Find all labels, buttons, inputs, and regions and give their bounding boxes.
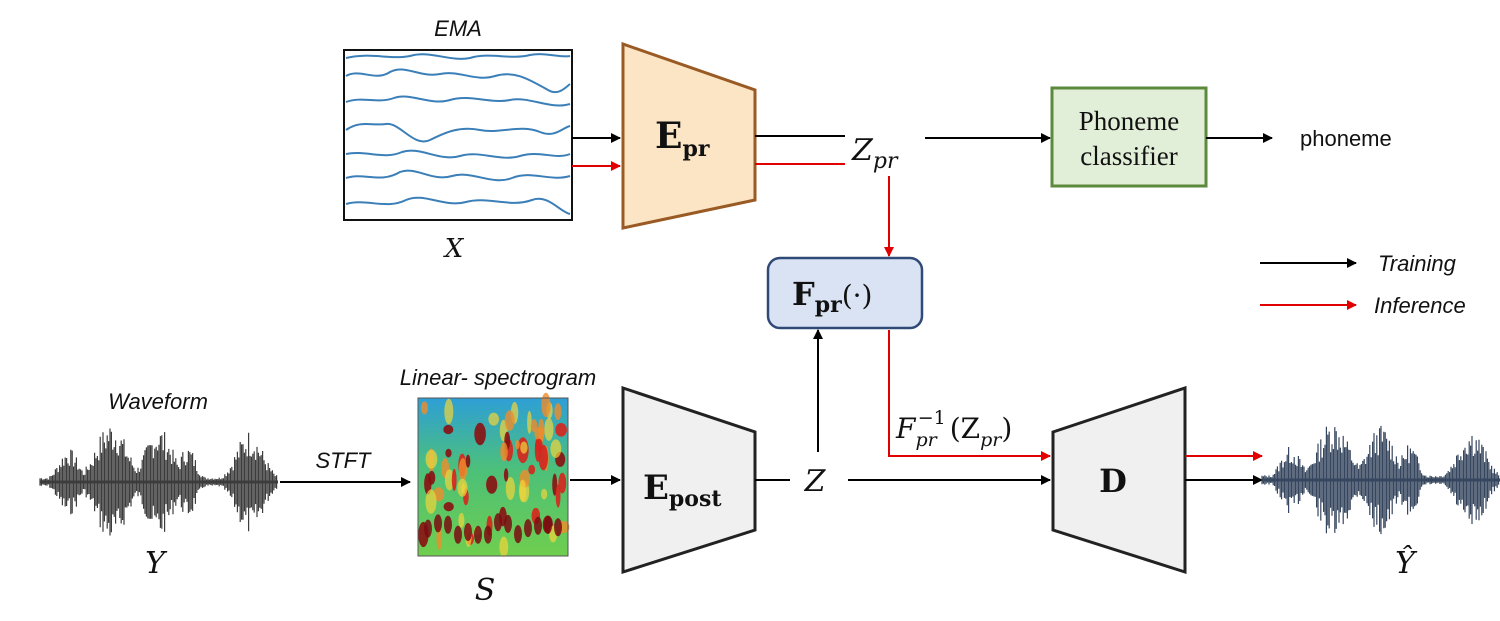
waveform-input-graph bbox=[39, 428, 278, 536]
ema-label: EMA bbox=[434, 16, 482, 41]
spectrogram-energy-blob bbox=[558, 472, 567, 494]
spectrogram-energy-blob bbox=[474, 525, 482, 544]
x-label: X bbox=[443, 234, 465, 264]
y-label: Y bbox=[145, 546, 168, 581]
spectrogram-label: Linear- spectrogram bbox=[400, 365, 596, 390]
stft-label: STFT bbox=[316, 448, 373, 473]
spectrogram-energy-blob bbox=[528, 464, 536, 475]
ema-trajectory-plot bbox=[343, 49, 573, 221]
spectrogram-energy-blob bbox=[494, 513, 502, 532]
spectrogram-energy-blob bbox=[421, 401, 428, 415]
spectrogram-energy-blob bbox=[538, 444, 548, 471]
waveform-label: Waveform bbox=[108, 389, 208, 414]
spectrogram-energy-blob bbox=[458, 458, 468, 481]
legend-inference-label: Inference bbox=[1374, 293, 1466, 318]
spectrogram-energy-blob bbox=[474, 422, 486, 446]
spectrogram-energy-blob bbox=[515, 440, 520, 450]
decoder-label: D bbox=[1099, 462, 1127, 500]
spectrogram-heatmap bbox=[417, 392, 570, 557]
spectrogram-energy-blob bbox=[458, 512, 465, 528]
spectrogram-energy-blob bbox=[503, 468, 509, 482]
spectrogram-energy-blob bbox=[554, 403, 562, 421]
spectrogram-energy-blob bbox=[484, 525, 492, 544]
phoneme-classifier-box: Phoneme classifier bbox=[1050, 86, 1208, 188]
phoneme-output-label: phoneme bbox=[1300, 126, 1392, 151]
spectrogram-energy-blob bbox=[505, 477, 515, 500]
spectrogram-energy-blob bbox=[555, 484, 561, 508]
spectrogram-energy-blob bbox=[527, 410, 532, 434]
spectrogram-energy-blob bbox=[425, 489, 437, 514]
spectrogram-energy-blob bbox=[550, 439, 562, 459]
spectrogram-energy-blob bbox=[486, 475, 498, 494]
z-label: Z bbox=[804, 464, 827, 499]
z-pr-label: Zpr bbox=[851, 133, 899, 174]
spectrogram-energy-blob bbox=[428, 470, 436, 485]
e-pr-encoder: Epr bbox=[621, 41, 757, 230]
spectrogram-energy-blob bbox=[541, 392, 551, 418]
spectrogram-energy-blob bbox=[524, 519, 532, 538]
decoder-box: D bbox=[1051, 385, 1187, 575]
spectrogram-energy-blob bbox=[552, 473, 558, 496]
phoneme-classifier-line1: Phoneme bbox=[1079, 106, 1180, 136]
legend: Training Inference bbox=[1260, 251, 1466, 318]
s-label: S bbox=[475, 573, 496, 608]
spectrogram-energy-blob bbox=[541, 488, 548, 500]
spectrogram-energy-blob bbox=[504, 514, 512, 533]
spectrogram-energy-blob bbox=[499, 536, 509, 557]
spectrogram-energy-blob bbox=[500, 442, 508, 462]
spectrogram-energy-blob bbox=[520, 441, 528, 454]
spectrogram-energy-blob bbox=[454, 525, 462, 544]
spectrogram-energy-blob bbox=[445, 448, 452, 458]
spectrogram-energy-blob bbox=[443, 424, 454, 435]
spectrogram-energy-blob bbox=[424, 519, 432, 538]
spectrogram-energy-blob bbox=[457, 478, 468, 497]
spectrogram-energy-blob bbox=[464, 523, 472, 541]
spectrogram-energy-blob bbox=[425, 449, 438, 469]
f-pr-label: Fpr(·) bbox=[792, 275, 872, 318]
waveform-output-graph bbox=[1261, 425, 1500, 535]
spectrogram-energy-blob bbox=[465, 454, 471, 468]
y-hat-label: Ŷ bbox=[1395, 545, 1418, 581]
e-post-encoder: Epost bbox=[621, 385, 757, 575]
spectrogram-energy-blob bbox=[544, 515, 552, 534]
f-pr-transform-box: Fpr(·) bbox=[766, 256, 924, 330]
spectrogram-energy-blob bbox=[538, 418, 545, 444]
spectrogram-energy-blob bbox=[443, 502, 454, 512]
spectrogram-energy-blob bbox=[444, 515, 452, 534]
spectrogram-energy-blob bbox=[444, 398, 454, 425]
spectrogram-energy-blob bbox=[555, 423, 567, 437]
spectrogram-energy-blob bbox=[534, 516, 542, 535]
spectrogram-energy-blob bbox=[488, 412, 500, 426]
phoneme-classifier-line2: classifier bbox=[1080, 141, 1177, 171]
spectrogram-energy-blob bbox=[514, 525, 522, 544]
e-pr-label: Epr bbox=[655, 115, 710, 162]
spectrogram-energy-blob bbox=[519, 479, 526, 502]
spectrogram-energy-blob bbox=[444, 469, 455, 491]
spectrogram-energy-blob bbox=[530, 419, 538, 433]
spectrogram-energy-blob bbox=[544, 417, 554, 441]
f-inverse-label: Fpr−1(Zpr) bbox=[895, 407, 1012, 451]
fpr-to-decoder-arrow bbox=[888, 330, 1051, 461]
spectrogram-energy-blob bbox=[504, 410, 515, 431]
e-post-label: Epost bbox=[643, 468, 722, 512]
legend-training-label: Training bbox=[1378, 251, 1457, 276]
spectrogram-energy-blob bbox=[451, 468, 457, 491]
spectrogram-energy-blob bbox=[554, 518, 562, 537]
spectrogram-energy-blob bbox=[434, 514, 442, 533]
